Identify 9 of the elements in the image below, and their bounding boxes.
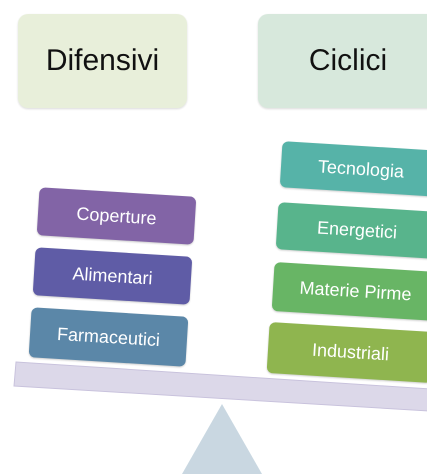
sector-block: Energetici (276, 202, 427, 259)
sector-block: Farmaceutici (28, 307, 188, 367)
category-header-box: Difensivi (18, 14, 187, 108)
sector-block: Coperture (36, 187, 196, 245)
category-header-box: Ciclici (258, 14, 427, 108)
sector-block: Industriali (266, 322, 427, 383)
sector-block: Tecnologia (280, 141, 427, 197)
sector-block: Materie Pirme (272, 262, 427, 321)
sector-block: Alimentari (32, 247, 192, 305)
